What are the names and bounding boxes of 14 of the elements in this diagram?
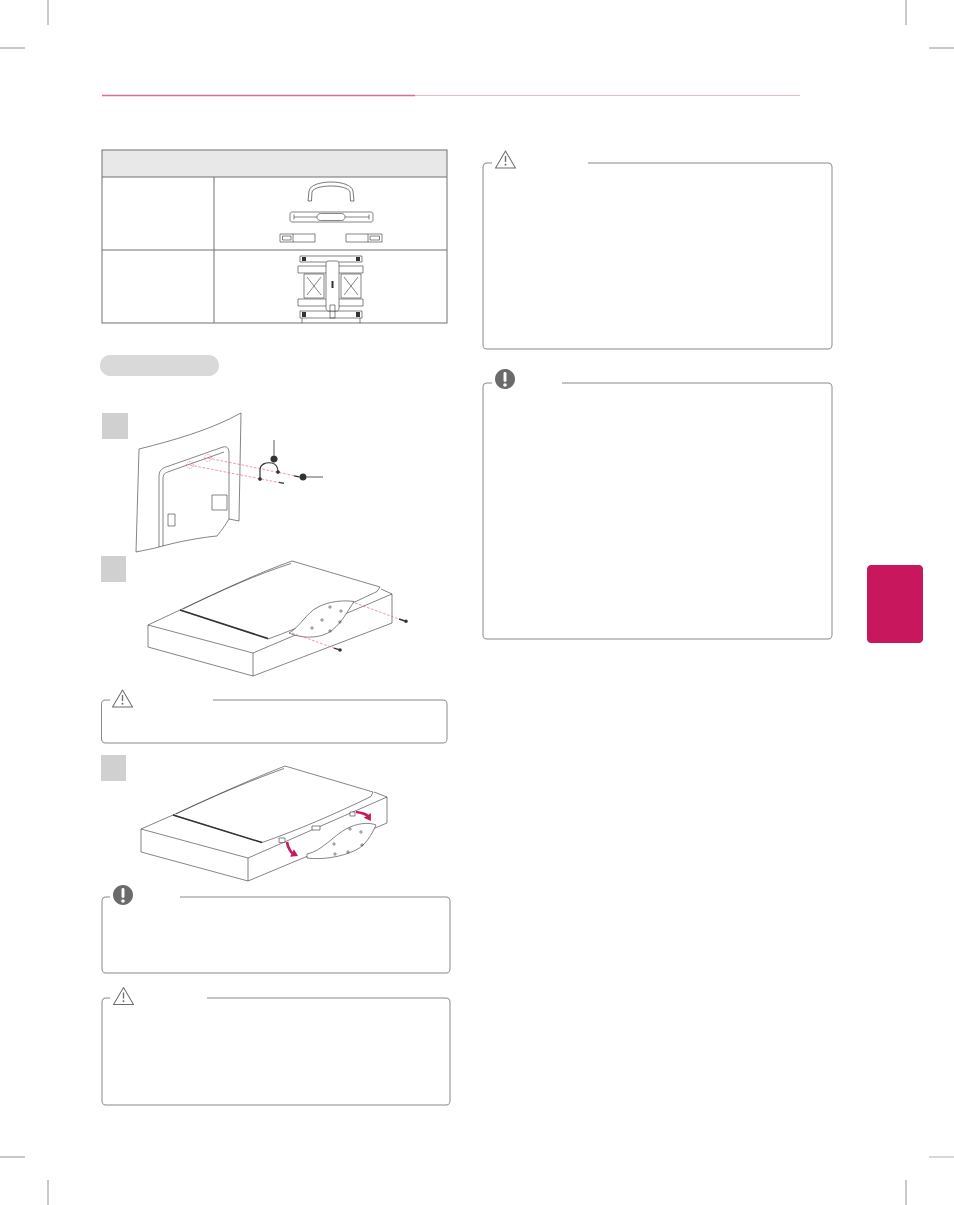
caution-box <box>482 162 833 350</box>
heading-pill <box>100 355 219 376</box>
step-square <box>101 556 126 582</box>
screw <box>293 473 307 481</box>
note-box <box>482 382 833 640</box>
step-square <box>102 413 128 439</box>
section-tab <box>867 565 923 643</box>
note-box <box>101 896 451 974</box>
caution-box <box>101 699 448 744</box>
caution-box <box>101 997 451 1106</box>
leader-line <box>306 476 324 478</box>
bracket <box>258 455 280 481</box>
leader-line <box>273 439 275 456</box>
step-square <box>101 755 126 781</box>
